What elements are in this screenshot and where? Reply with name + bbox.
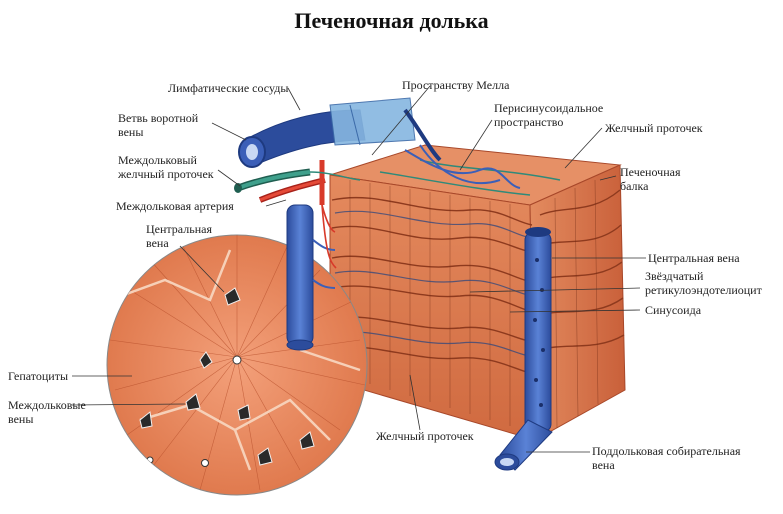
cell-grid — [349, 179, 599, 429]
label-perisinusoidal-1: Перисинусоидальное — [494, 101, 603, 115]
label-perisinusoidal-2: пространство — [494, 115, 563, 129]
label-portal-branch-1: Ветвь воротной — [118, 111, 199, 125]
label-central-vein-right: Центральная вена — [648, 251, 740, 265]
sinusoids — [334, 210, 535, 358]
label-hepatic-beam-1: Печеночная — [620, 165, 681, 179]
label-central-vein-left-1: Центральная — [146, 222, 212, 236]
sublobular-vein — [494, 419, 553, 471]
label-interlobular-veins-1: Междольковые — [8, 398, 86, 412]
lobule-cross-section — [106, 234, 368, 496]
label-central-vein-left-2: вена — [146, 236, 169, 250]
portal-triad — [234, 97, 442, 351]
label-interlobular-bile-1: Междольковый — [118, 153, 197, 167]
hepatic-plates — [331, 189, 625, 375]
label-bile-duct-bottom: Желчный проточек — [376, 429, 474, 443]
label-sublobular-vein-2: вена — [592, 458, 615, 472]
top-vessels — [404, 144, 521, 189]
label-mall-space: Пространству Мелла — [402, 78, 510, 92]
label-bile-duct-top: Желчный проточек — [605, 121, 703, 135]
labels: Лимфатические сосуды Пространству Мелла … — [8, 78, 763, 472]
central-vein-tube — [524, 227, 552, 433]
label-interlobular-bile-2: желчный проточек — [117, 167, 214, 181]
label-interlobular-artery: Междольковая артерия — [116, 199, 234, 213]
label-hepatic-beam-2: балка — [620, 179, 649, 193]
diagram-title: Печеночная долька — [294, 8, 489, 33]
label-sublobular-vein-1: Поддольковая собирательная — [592, 444, 741, 458]
label-stellate-1: Звёздчатый — [645, 269, 704, 283]
label-lymph-vessels: Лимфатические сосуды — [168, 81, 288, 95]
leader-lines — [71, 85, 646, 453]
label-portal-branch-2: вены — [118, 125, 143, 139]
label-hepatocytes: Гепатоциты — [8, 369, 68, 383]
tissue-block — [329, 144, 626, 441]
label-interlobular-veins-2: вены — [8, 412, 33, 426]
label-stellate-2: ретикулоэндотелиоцит — [645, 283, 763, 297]
label-sinusoid: Синусоида — [645, 303, 702, 317]
